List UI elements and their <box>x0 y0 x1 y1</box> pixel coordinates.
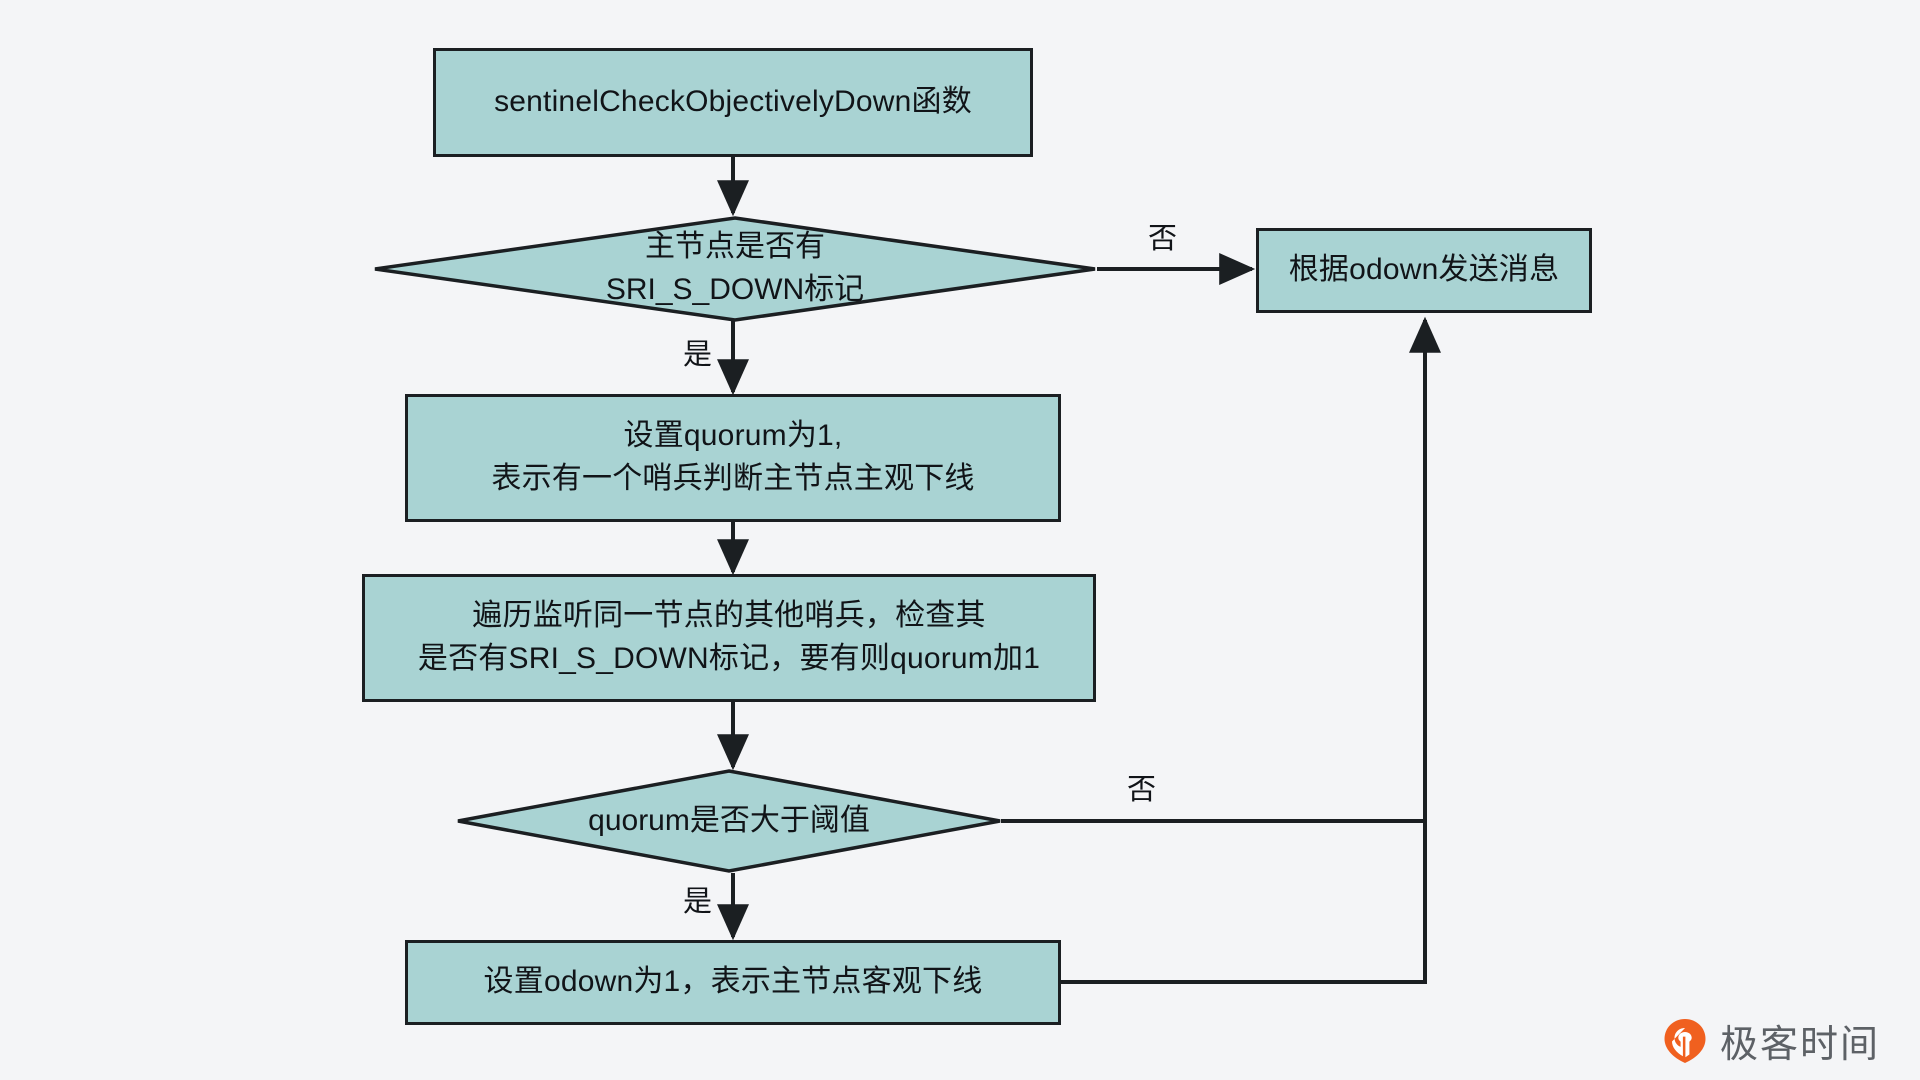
geektime-logo-icon <box>1662 1018 1708 1064</box>
node-set-quorum-to-1[interactable]: 设置quorum为1, 表示有一个哨兵判断主节点主观下线 <box>405 394 1061 522</box>
edge-decision-quorum-no-to-send-message <box>1001 316 1441 823</box>
edge-label-quorum-no: 否 <box>1127 774 1157 806</box>
node-iterate-other-sentinels[interactable]: 遍历监听同一节点的其他哨兵，检查其 是否有SRI_S_DOWN标记，要有则quo… <box>362 574 1096 702</box>
watermark-geektime: 极客时间 <box>1662 1013 1880 1068</box>
node-set-odown-to-1[interactable]: 设置odown为1，表示主节点客观下线 <box>405 940 1061 1025</box>
diamond-shape-1 <box>374 216 1096 322</box>
watermark-brand-text: 极客时间 <box>1720 1024 1881 1066</box>
node-send-message-by-odown[interactable]: 根据odown发送消息 <box>1256 228 1592 313</box>
edge-set-odown-to-return-line <box>1061 821 1427 984</box>
edge-label-sdown-yes: 是 <box>683 339 713 371</box>
node-sentinel-check-objectively-down[interactable]: sentinelCheckObjectivelyDown函数 <box>433 48 1033 157</box>
edge-label-sdown-no: 否 <box>1148 223 1178 255</box>
node-quorum-greater-than-threshold[interactable]: quorum是否大于阈值 <box>455 768 1003 874</box>
node-master-has-sri-s-down[interactable]: 主节点是否有 SRI_S_DOWN标记 <box>372 215 1098 323</box>
diamond-shape-2 <box>457 769 1001 873</box>
edge-label-quorum-yes: 是 <box>683 886 713 918</box>
